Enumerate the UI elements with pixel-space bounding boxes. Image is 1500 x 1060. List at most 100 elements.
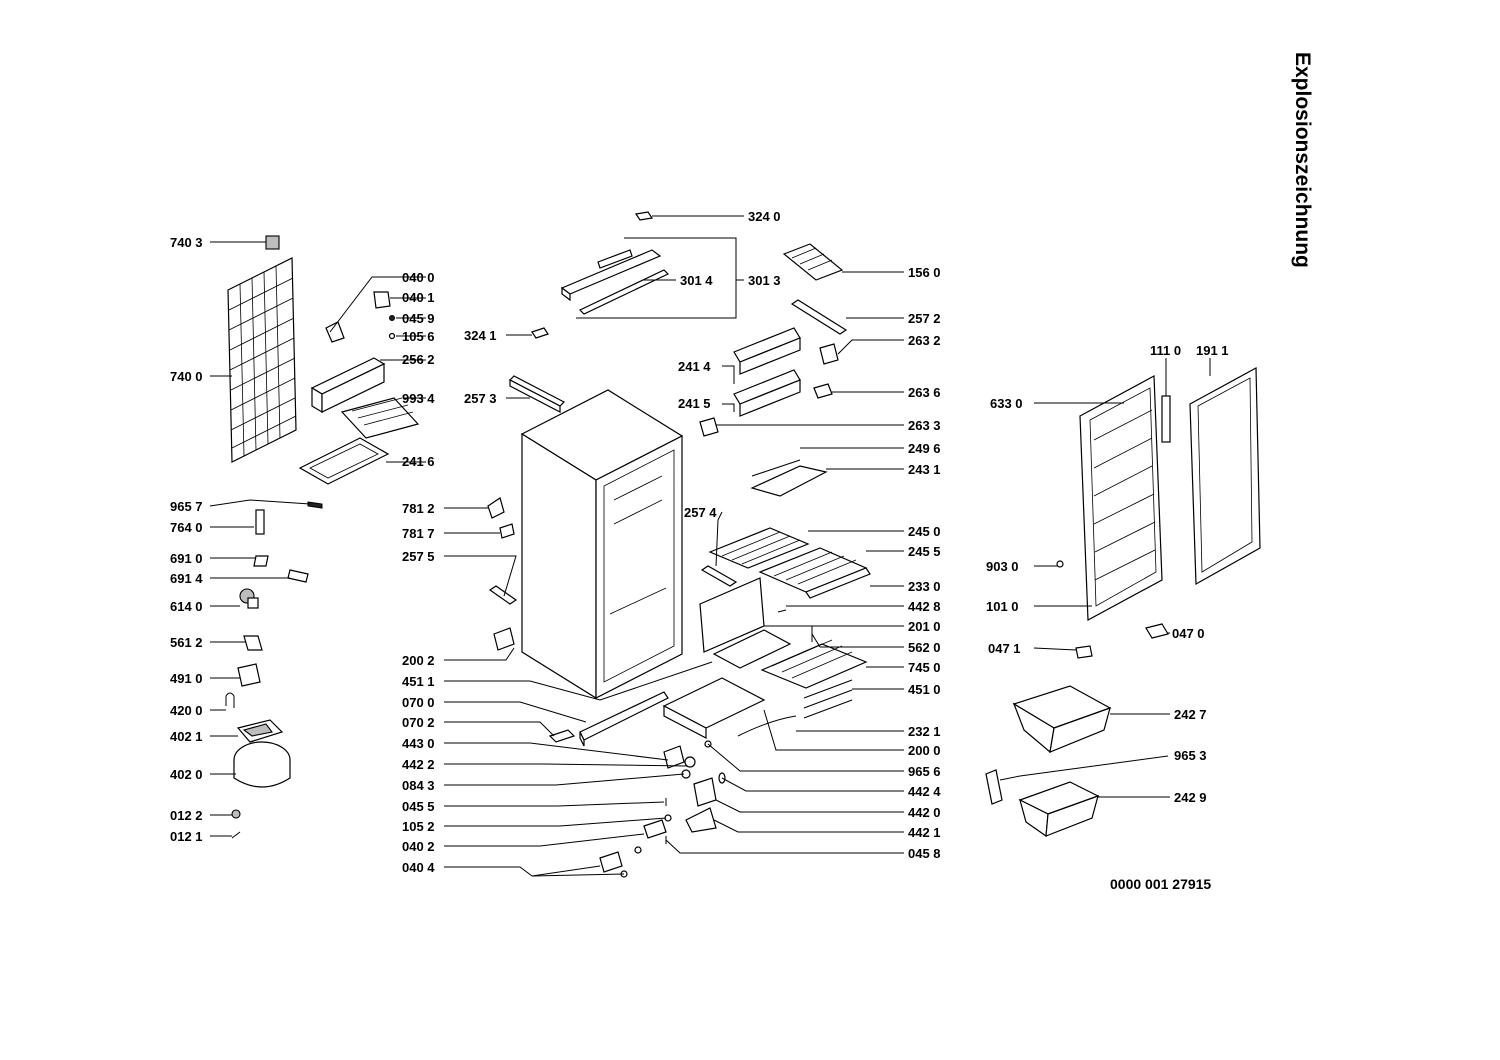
part-2431-shelf xyxy=(750,465,828,497)
part-7450-evaporator xyxy=(760,639,868,689)
part-6910-clip xyxy=(253,555,269,567)
part-2633-hinge xyxy=(699,417,719,437)
part-4020-compressor xyxy=(233,741,291,788)
part-0122-grommet xyxy=(231,809,241,819)
label-0404: 040 4 xyxy=(402,860,435,875)
part-2416-tray xyxy=(298,437,390,485)
part-2636-hinge-pin xyxy=(813,383,833,399)
part-7400-condenser xyxy=(227,257,297,463)
part-2632-hinge xyxy=(819,343,839,365)
label-2496: 249 6 xyxy=(908,441,941,456)
part-2002-block xyxy=(493,627,515,651)
label-0843: 084 3 xyxy=(402,778,435,793)
label-4511: 451 1 xyxy=(402,674,435,689)
part-tray-plate xyxy=(712,629,792,669)
part-0404-foot xyxy=(599,846,642,878)
drawing-number: 0000 001 27915 xyxy=(1110,876,1211,892)
part-2414-door-shelf xyxy=(733,327,801,375)
label-4428: 442 8 xyxy=(908,599,941,614)
label-3013: 301 3 xyxy=(748,273,781,288)
part-0402-bracket xyxy=(643,819,667,839)
label-0470: 047 0 xyxy=(1172,626,1205,641)
part-0470-hinge xyxy=(1145,623,1169,639)
label-2321: 232 1 xyxy=(908,724,941,739)
label-0122: 012 2 xyxy=(170,808,203,823)
label-0471: 047 1 xyxy=(988,641,1021,656)
part-7817-cap xyxy=(499,523,515,539)
label-7403: 740 3 xyxy=(170,235,203,250)
label-9657: 965 7 xyxy=(170,499,203,514)
part-3013-lamp-lens xyxy=(578,269,670,315)
label-0700: 070 0 xyxy=(402,695,435,710)
label-2429: 242 9 xyxy=(1174,790,1207,805)
part-0400-bracket xyxy=(325,321,345,343)
label-9656: 965 6 xyxy=(908,764,941,779)
label-2416: 241 6 xyxy=(402,454,435,469)
label-2632: 263 2 xyxy=(908,333,941,348)
label-2002: 200 2 xyxy=(402,653,435,668)
label-6140: 614 0 xyxy=(170,599,203,614)
label-5612: 561 2 xyxy=(170,635,203,650)
label-2427: 242 7 xyxy=(1174,707,1207,722)
part-2574-rail xyxy=(700,565,738,587)
part-2496-strip xyxy=(751,459,801,477)
part-2000-drip-tray xyxy=(662,677,766,739)
label-4200: 420 0 xyxy=(170,703,203,718)
label-2000: 200 0 xyxy=(908,743,941,758)
label-7640: 764 0 xyxy=(170,520,203,535)
part-4430-cover xyxy=(663,745,685,769)
label-3241: 324 1 xyxy=(464,328,497,343)
label-5620: 562 0 xyxy=(908,640,941,655)
label-7450: 745 0 xyxy=(908,660,941,675)
part-4421-housing xyxy=(685,807,717,833)
part-5612-relay xyxy=(243,635,263,651)
label-6910: 691 0 xyxy=(170,551,203,566)
part-0471-hinge xyxy=(1075,645,1093,659)
label-4424: 442 4 xyxy=(908,784,941,799)
part-2415-door-shelf xyxy=(733,369,801,417)
label-0402: 040 2 xyxy=(402,839,435,854)
label-1560: 156 0 xyxy=(908,265,941,280)
part-3240-strip xyxy=(634,211,654,221)
part-1056-washer xyxy=(388,332,396,340)
part-3014-lamp-housing xyxy=(560,249,662,302)
part-2575-rail xyxy=(488,585,518,605)
label-0121: 012 1 xyxy=(170,829,203,844)
part-4420-thermostat-housing xyxy=(693,777,717,807)
part-4910-cover xyxy=(237,663,261,687)
part-1110-handle xyxy=(1161,395,1171,443)
label-2414: 241 4 xyxy=(678,359,711,374)
label-1911: 191 1 xyxy=(1196,343,1229,358)
label-2572: 257 2 xyxy=(908,311,941,326)
label-4421: 442 1 xyxy=(908,825,941,840)
part-2573-rail xyxy=(508,375,566,413)
label-1110: 111 0 xyxy=(1150,343,1181,358)
part-0700-rail xyxy=(579,691,669,747)
part-3241-clip xyxy=(531,327,549,339)
part-9934-grid-tray xyxy=(340,397,420,439)
label-2450: 245 0 xyxy=(908,524,941,539)
label-0455: 045 5 xyxy=(402,799,435,814)
label-2575: 257 5 xyxy=(402,549,435,564)
part-4428-screw xyxy=(777,609,787,613)
label-9934: 993 4 xyxy=(402,391,435,406)
label-2636: 263 6 xyxy=(908,385,941,400)
label-9030: 903 0 xyxy=(986,559,1019,574)
label-1056: 105 6 xyxy=(402,329,435,344)
label-7400: 740 0 xyxy=(170,369,203,384)
part-7640-cylinder xyxy=(255,509,265,535)
part-6914-holder xyxy=(287,569,309,583)
label-2415: 241 5 xyxy=(678,396,711,411)
label-6914: 691 4 xyxy=(170,571,203,586)
part-0702-plate xyxy=(548,729,576,743)
part-2572-rail xyxy=(790,299,848,335)
part-9657-seal xyxy=(307,501,323,509)
label-2010: 201 0 xyxy=(908,619,941,634)
label-4422: 442 2 xyxy=(402,757,435,772)
part-2429-drawer xyxy=(1018,781,1100,838)
label-7817: 781 7 xyxy=(402,526,435,541)
label-0459: 045 9 xyxy=(402,311,435,326)
part-2321-drain xyxy=(737,715,797,737)
label-0401: 040 1 xyxy=(402,290,435,305)
